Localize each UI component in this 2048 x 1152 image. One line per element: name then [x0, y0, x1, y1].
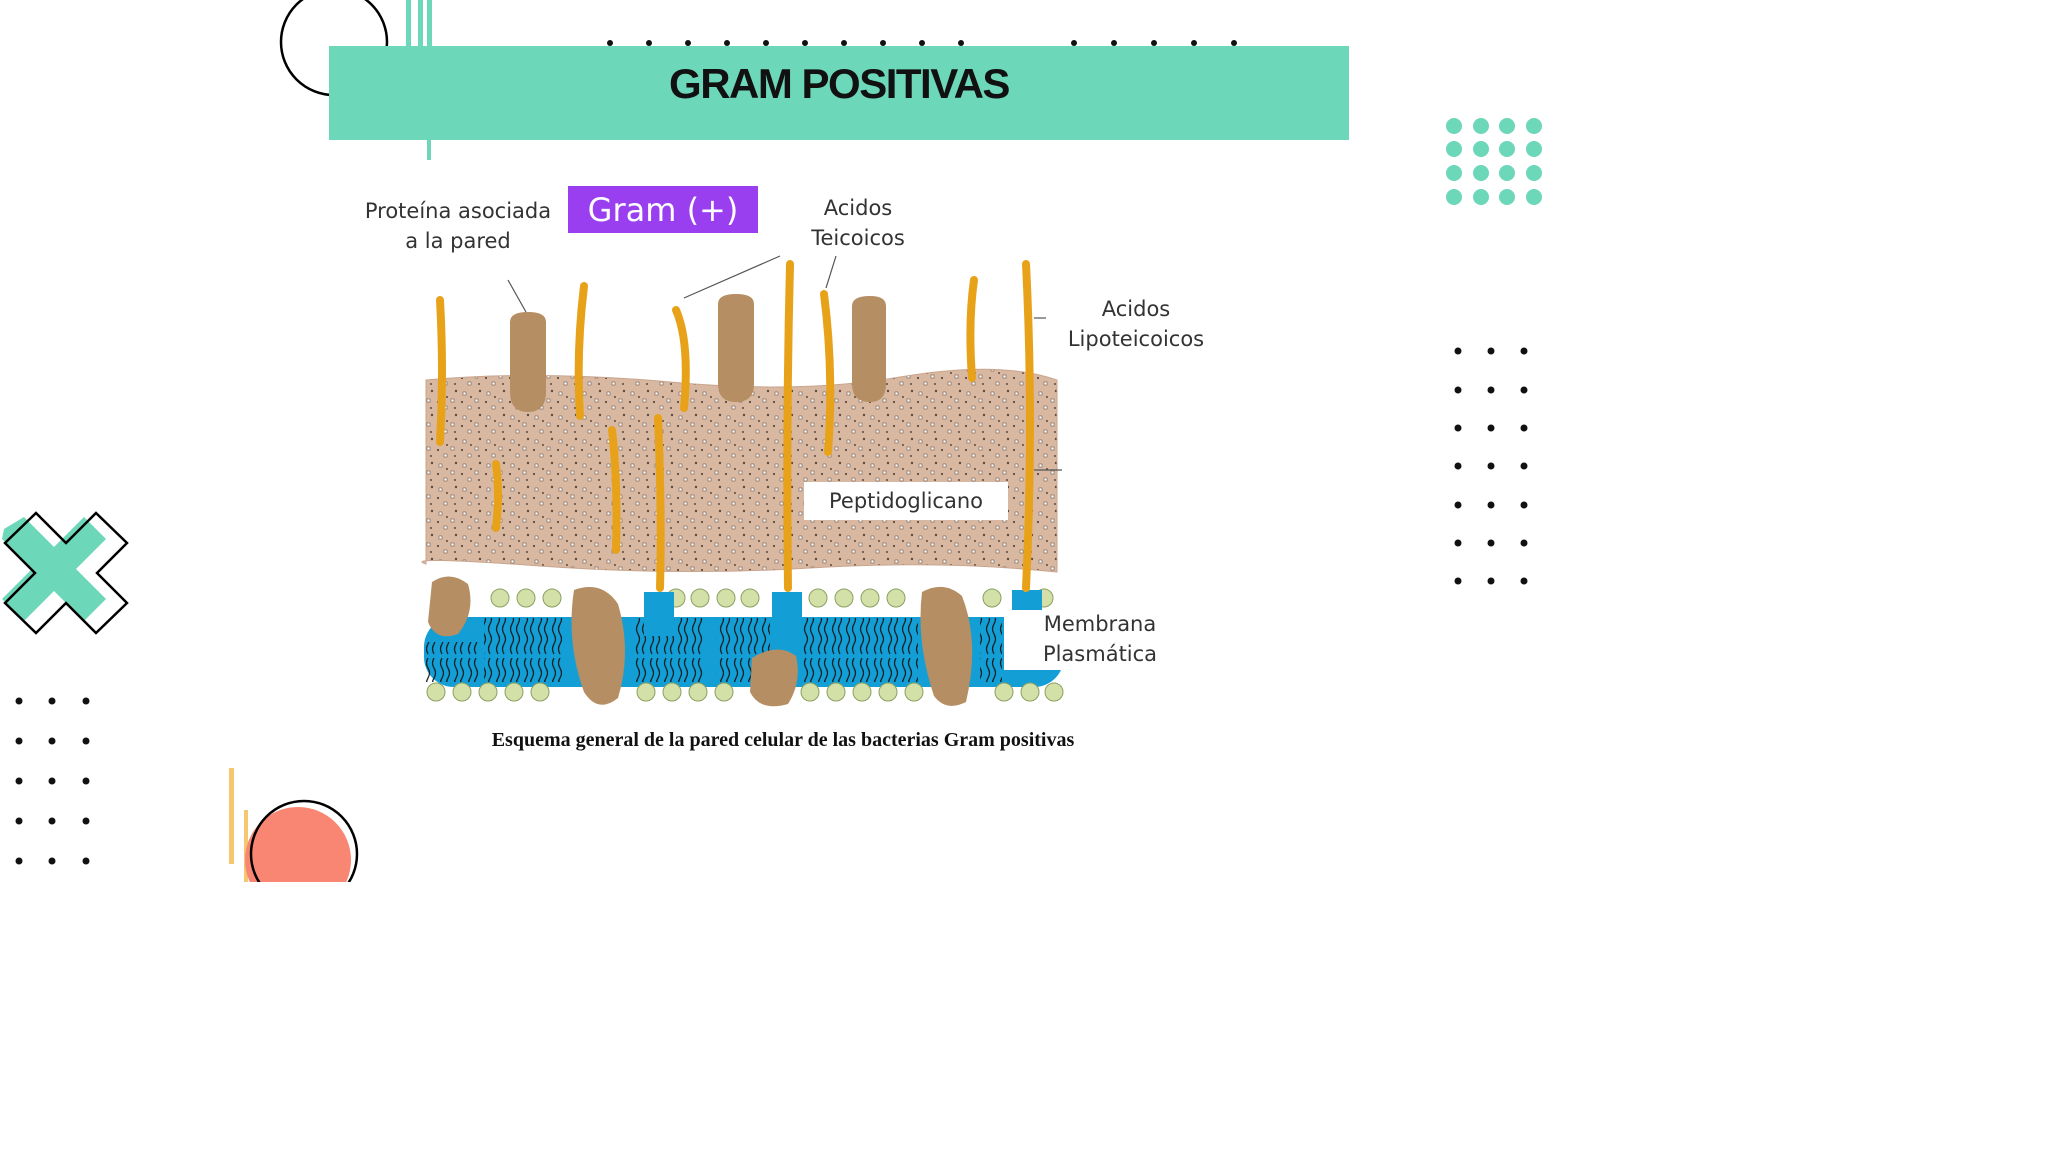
label-lipoteicoicos-2: Lipoteicoicos — [1068, 327, 1204, 351]
gram-badge: Gram (+) — [588, 191, 739, 229]
black-dot-grid-right — [1454, 347, 1528, 585]
label-teicoicos-2: Teicoicos — [810, 226, 905, 250]
teichoic-acids — [436, 260, 1034, 592]
gram-badge-bg — [568, 186, 758, 233]
label-peptidoglicano: Peptidoglicano — [829, 489, 983, 513]
x-shape-left — [2, 511, 129, 635]
slide: GRAM POSITIVAS — [2, 0, 1542, 882]
label-membrana-2: Plasmática — [1043, 642, 1157, 666]
wall-proteins — [510, 294, 886, 412]
teal-dot-grid-right — [1446, 118, 1542, 205]
slide-title: GRAM POSITIVAS — [669, 60, 1010, 107]
teal-bars — [406, 0, 432, 160]
cell-wall-diagram: Gram (+) Proteína asociada a la pared Ac… — [365, 186, 1204, 707]
label-teicoicos-1: Acidos — [824, 196, 893, 220]
dot-row-top — [607, 40, 1237, 46]
label-proteina-1: Proteína asociada — [365, 199, 551, 223]
black-dot-grid-left — [15, 697, 90, 865]
label-lipoteicoicos-1: Acidos — [1102, 297, 1171, 321]
yellow-lines — [229, 768, 248, 882]
label-proteina-2: a la pared — [405, 229, 511, 253]
label-membrana-1: Membrana — [1044, 612, 1157, 636]
diagram-caption: Esquema general de la pared celular de l… — [491, 729, 1075, 751]
title-banner: GRAM POSITIVAS — [329, 46, 1349, 140]
membrane-proteins — [428, 576, 973, 707]
orange-circle — [245, 799, 359, 882]
